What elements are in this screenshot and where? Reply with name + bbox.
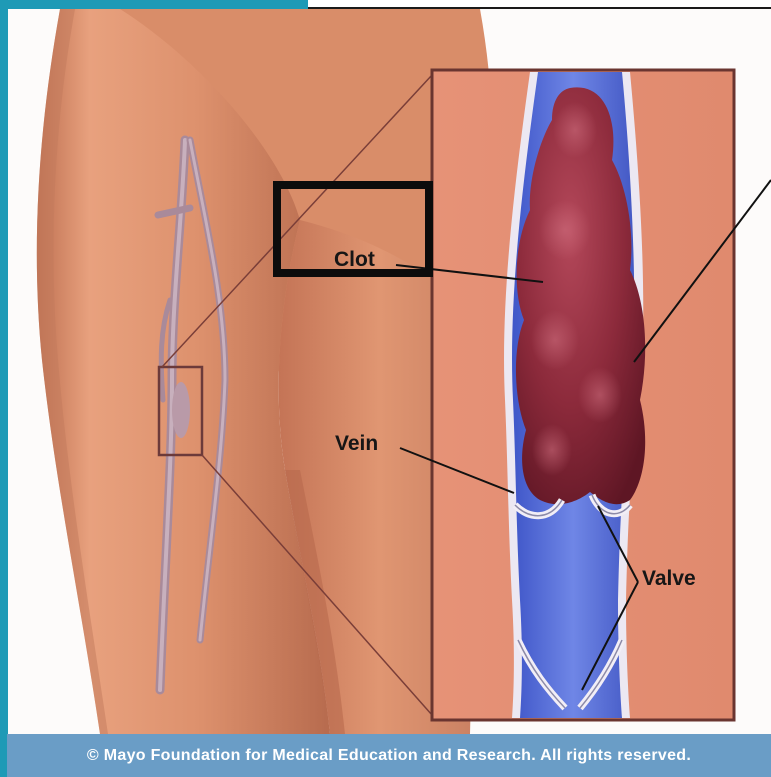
- vein-label: Vein: [335, 433, 378, 454]
- valve-label: Valve: [642, 568, 696, 589]
- copyright-bar: © Mayo Foundation for Medical Education …: [7, 734, 771, 777]
- frame-top-strip: [0, 0, 308, 10]
- copyright-text: © Mayo Foundation for Medical Education …: [87, 747, 691, 765]
- clot-label: Clot: [334, 249, 375, 270]
- frame-left-strip: [0, 0, 8, 777]
- frame-top-rule: [308, 7, 771, 9]
